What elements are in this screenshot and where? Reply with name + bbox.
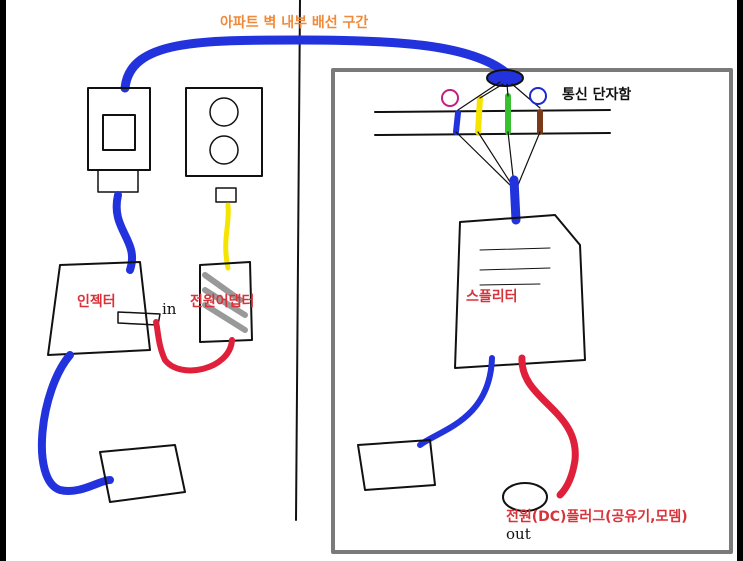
power-socket-plate xyxy=(185,87,263,177)
splitter-dc-cable xyxy=(518,354,579,499)
splitter-label: 스플리터 xyxy=(466,289,518,305)
socket-outlet-bottom-icon xyxy=(209,135,239,165)
injector-output-cable xyxy=(37,351,114,495)
wall-cable xyxy=(120,35,510,93)
lan-wall-plate xyxy=(87,87,151,171)
plus-terminal-icon xyxy=(441,89,459,107)
socket-outlet-top-icon xyxy=(209,97,239,127)
out-label: out xyxy=(506,525,531,543)
power-adapter-label: 전원어댑터 xyxy=(190,294,255,310)
splitter-box xyxy=(454,214,586,369)
cable-grommet-icon xyxy=(486,69,524,87)
wall-divider-line xyxy=(295,0,301,521)
telecom-box-label: 통신 단자함 xyxy=(562,87,632,103)
pair-blue xyxy=(453,110,461,135)
dc-plug-label: 전원(DC)플러그(공유기,모뎀) xyxy=(506,509,688,525)
adapter-shading xyxy=(202,272,248,333)
pair-wires xyxy=(455,81,541,186)
adapter-power-cable xyxy=(223,202,231,271)
terminal-bar xyxy=(374,109,611,136)
dc-plug-icon xyxy=(502,482,548,512)
power-adapter-box xyxy=(199,261,253,343)
power-plug-icon xyxy=(215,187,237,203)
lan-jack-icon xyxy=(102,114,136,151)
injector-box xyxy=(47,261,151,356)
end-device-box xyxy=(99,444,186,503)
router-device-box xyxy=(357,439,436,491)
wall-wiring-label: 아파트 벽 내부 배선 구간 xyxy=(220,15,369,31)
adapter-dc-cable xyxy=(153,319,235,374)
splitter-input-cable xyxy=(509,175,521,225)
drawing-paper xyxy=(6,0,737,561)
injector-label: 인젝터 xyxy=(77,294,116,310)
splitter-lines xyxy=(479,247,551,286)
pair-yellow xyxy=(475,95,483,135)
lan-cable-to-injector xyxy=(112,191,136,274)
in-label: in xyxy=(162,300,177,318)
splitter-lan-cable xyxy=(417,355,495,448)
telecom-room-frame xyxy=(331,68,733,554)
lan-plug-icon xyxy=(97,169,139,193)
minus-terminal-icon xyxy=(529,87,547,105)
